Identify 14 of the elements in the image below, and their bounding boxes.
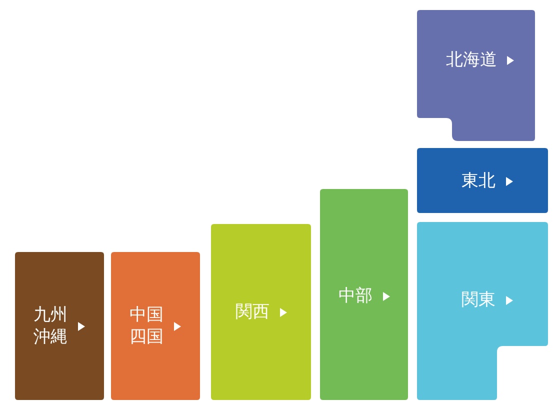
region-label: 関西 [236,301,270,324]
region-label: 九州沖縄 [34,304,68,348]
region-box [211,224,311,400]
region-label: 中部 [338,285,372,308]
region-box [417,222,548,400]
region-box [15,252,104,400]
region-box [417,10,535,141]
region-label: 北海道 [446,49,497,72]
region-box [320,189,408,400]
region-box [417,148,548,213]
region-box [111,252,200,400]
region-label: 関東 [462,289,496,312]
region-label: 東北 [462,170,496,192]
region-label: 中国四国 [130,304,164,348]
